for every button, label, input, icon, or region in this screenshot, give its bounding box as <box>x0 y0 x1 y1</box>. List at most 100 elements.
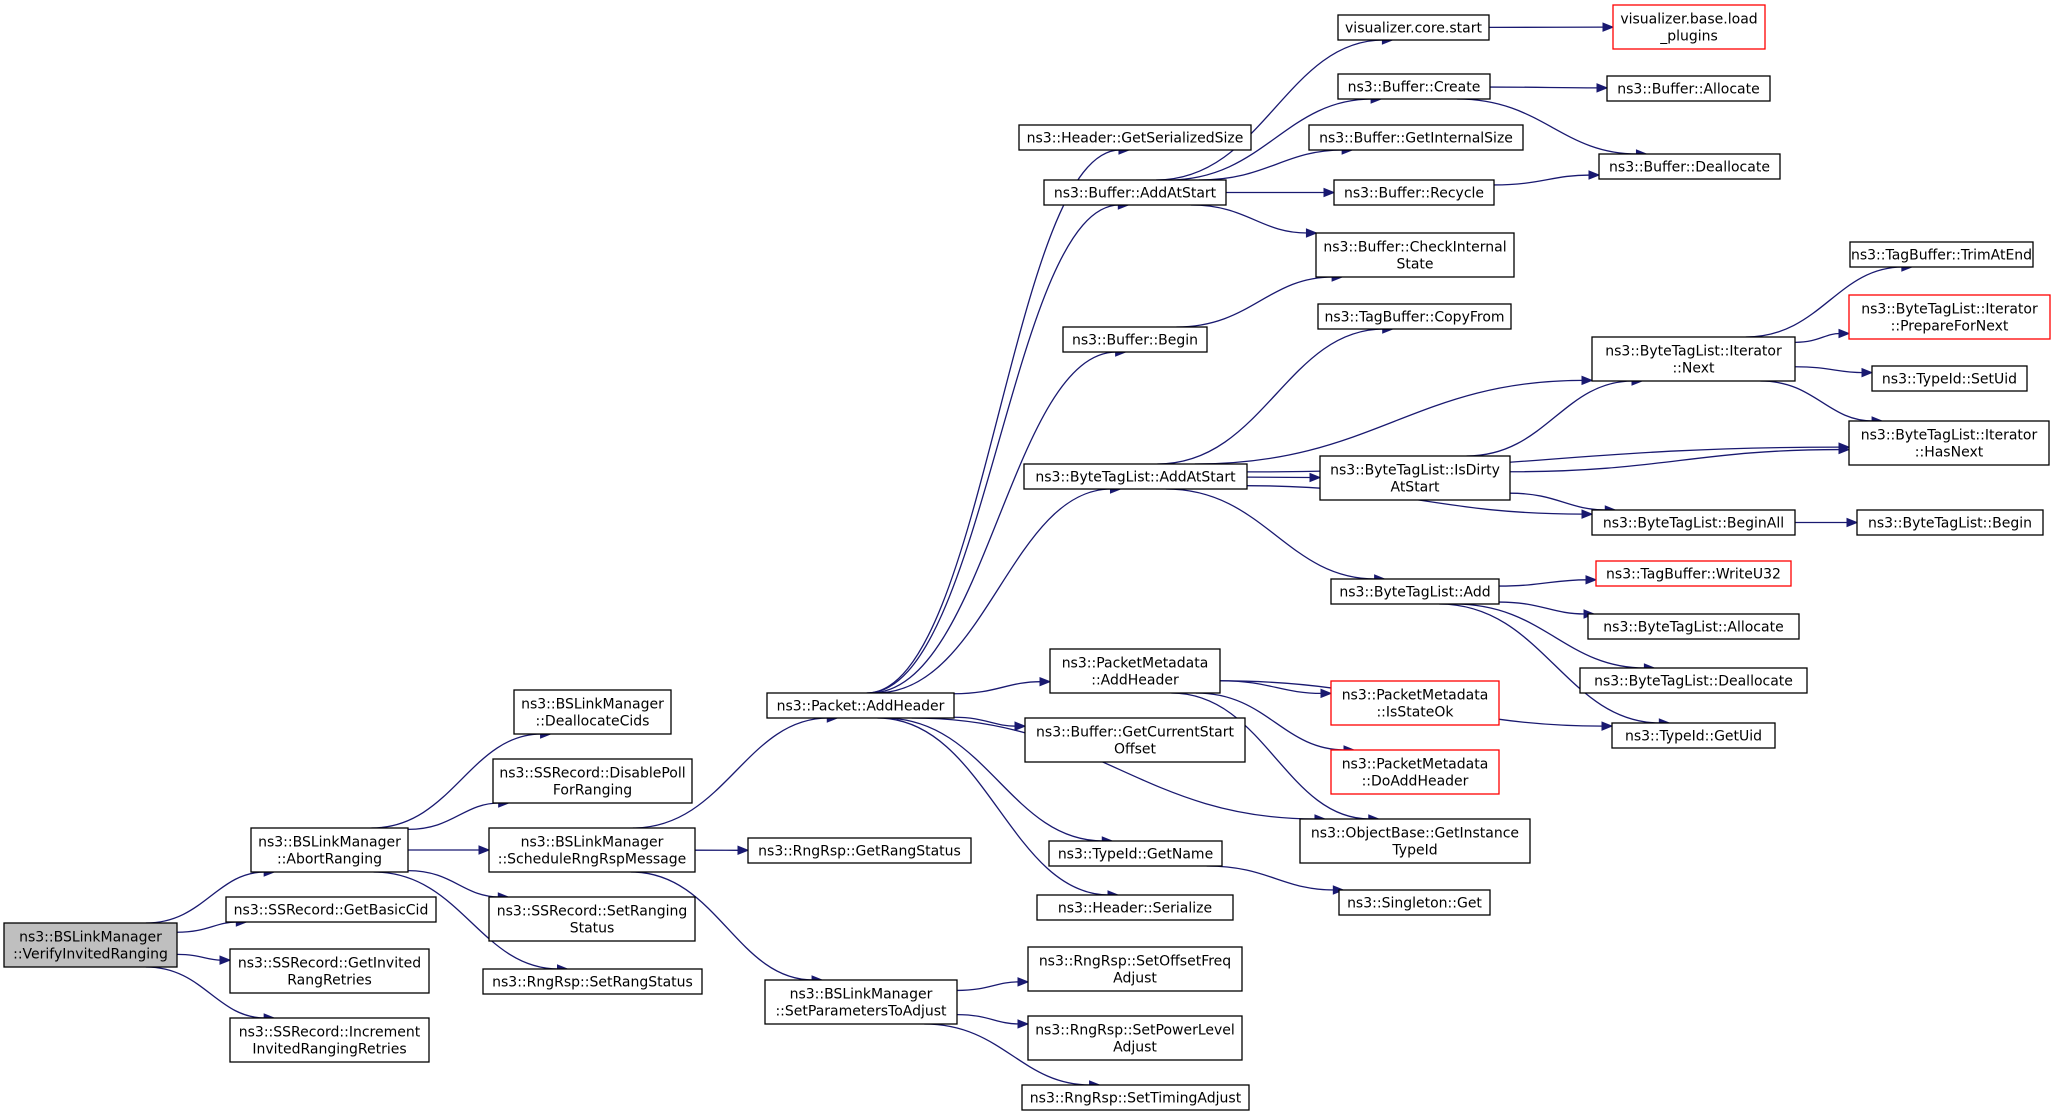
node-singletonget[interactable]: ns3::Singleton::Get <box>1338 889 1491 916</box>
node-label: Adjust <box>1113 1040 1157 1056</box>
arrowhead-addheader-to-getcurstart <box>1014 721 1027 731</box>
node-label: ::SetParametersToAdjust <box>775 1004 947 1020</box>
node-label: ns3::Buffer::Create <box>1348 80 1481 96</box>
node-box <box>1611 722 1776 749</box>
node-bufaddatstart[interactable]: ns3::Buffer::AddAtStart <box>1043 179 1227 206</box>
node-tbwriteu32[interactable]: ns3::TagBuffer::WriteU32 <box>1595 560 1792 587</box>
edge-abort-to-dealloccids <box>371 733 542 829</box>
node-bufallocate[interactable]: ns3::Buffer::Allocate <box>1606 75 1771 102</box>
node-label: ns3::SSRecord::DisablePoll <box>499 766 685 782</box>
node-box <box>1330 578 1500 605</box>
node-btlitprepare[interactable]: ns3::ByteTagList::Iterator::PrepareForNe… <box>1848 294 2051 340</box>
node-btlbeginall[interactable]: ns3::ByteTagList::BeginAll <box>1591 509 1796 536</box>
node-pmisstateok[interactable]: ns3::PacketMetadata::IsStateOk <box>1330 680 1500 726</box>
node-bufgetinternal[interactable]: ns3::Buffer::GetInternalSize <box>1308 124 1524 151</box>
node-label: ::PrepareForNext <box>1891 319 2009 335</box>
node-label: ns3::SSRecord::SetRanging <box>497 904 687 920</box>
node-box <box>3 922 178 968</box>
node-verify[interactable]: ns3::BSLinkManager::VerifyInvitedRanging <box>3 922 178 968</box>
arrowhead-btlitnext-to-btlitprepare <box>1838 328 1851 339</box>
node-label: ::DoAddHeader <box>1362 774 1469 790</box>
node-tbtrimatend[interactable]: ns3::TagBuffer::TrimAtEnd <box>1849 241 2034 268</box>
node-getname[interactable]: ns3::TypeId::GetName <box>1048 840 1223 867</box>
node-btldeallocate[interactable]: ns3::ByteTagList::Deallocate <box>1579 667 1808 694</box>
node-dealloccids[interactable]: ns3::BSLinkManager::DeallocateCids <box>513 689 672 735</box>
node-settiming[interactable]: ns3::RngRsp::SetTimingAdjust <box>1021 1084 1250 1111</box>
node-label: ns3::ByteTagList::Iterator <box>1605 344 1782 360</box>
node-hdrserialize[interactable]: ns3::Header::Serialize <box>1036 894 1234 921</box>
node-getrangstatus[interactable]: ns3::RngRsp::GetRangStatus <box>747 837 972 864</box>
node-btlallocate[interactable]: ns3::ByteTagList::Allocate <box>1587 613 1800 640</box>
node-addheader[interactable]: ns3::Packet::AddHeader <box>766 692 955 719</box>
node-label: AtStart <box>1390 480 1440 496</box>
node-tbcopyfrom[interactable]: ns3::TagBuffer::CopyFrom <box>1317 303 1512 330</box>
node-box <box>1036 894 1234 921</box>
edge-addheader-to-getserialsize <box>866 149 1120 694</box>
node-pmdoaddheader[interactable]: ns3::PacketMetadata::DoAddHeader <box>1330 749 1500 795</box>
node-label: ns3::PacketMetadata <box>1342 757 1489 773</box>
node-setparams[interactable]: ns3::BSLinkManager::SetParametersToAdjus… <box>764 979 958 1025</box>
edge-bufcreate-to-bufallocate <box>1489 86 1599 89</box>
node-box <box>1023 463 1248 490</box>
node-bufcreate[interactable]: ns3::Buffer::Create <box>1337 73 1491 100</box>
node-box <box>1849 241 2034 268</box>
node-pmaddheader[interactable]: ns3::PacketMetadata::AddHeader <box>1049 648 1221 694</box>
node-abort[interactable]: ns3::BSLinkManager::AbortRanging <box>250 827 409 873</box>
node-label: Status <box>570 921 615 937</box>
node-bufbegin[interactable]: ns3::Buffer::Begin <box>1062 326 1208 353</box>
node-increment[interactable]: ns3::SSRecord::IncrementInvitedRangingRe… <box>229 1017 430 1063</box>
node-bufdeallocate[interactable]: ns3::Buffer::Deallocate <box>1598 153 1781 180</box>
node-label: ns3::Buffer::AddAtStart <box>1054 186 1217 202</box>
node-btlbegin[interactable]: ns3::ByteTagList::Begin <box>1856 509 2044 536</box>
node-label: Adjust <box>1113 971 1157 987</box>
node-btlitnext[interactable]: ns3::ByteTagList::Iterator::Next <box>1591 336 1796 382</box>
edge-bufaddatstart-to-vizstart <box>1156 39 1384 181</box>
node-box <box>1337 14 1490 41</box>
node-label: ::ScheduleRngRspMessage <box>498 852 687 868</box>
node-box <box>1848 420 2050 466</box>
node-label: ::HasNext <box>1915 445 1984 461</box>
node-box <box>1317 303 1512 330</box>
node-btlithasnext[interactable]: ns3::ByteTagList::Iterator::HasNext <box>1848 420 2050 466</box>
edge-btlitnext-to-tidsetuid <box>1794 366 1864 374</box>
node-label: ns3::ByteTagList::BeginAll <box>1603 516 1784 532</box>
node-box <box>488 896 696 942</box>
edge-addheader-to-objgettid <box>911 717 1316 820</box>
node-label: ns3::ByteTagList::Begin <box>1868 516 2032 532</box>
node-getserialsize[interactable]: ns3::Header::GetSerializedSize <box>1018 124 1252 151</box>
node-schedule[interactable]: ns3::BSLinkManager::ScheduleRngRspMessag… <box>488 827 696 873</box>
node-tidgetuid[interactable]: ns3::TypeId::GetUid <box>1611 722 1776 749</box>
node-bufrecycle[interactable]: ns3::Buffer::Recycle <box>1333 179 1495 206</box>
node-getbasiccid[interactable]: ns3::SSRecord::GetBasicCid <box>225 896 437 923</box>
node-label: ns3::Singleton::Get <box>1347 896 1482 912</box>
edge-addheader-to-btladdatstart <box>875 488 1112 694</box>
node-label: ns3::Buffer::Recycle <box>1344 186 1484 202</box>
node-vizstart[interactable]: visualizer.core.start <box>1337 14 1490 41</box>
node-setrangstatus[interactable]: ns3::RngRsp::SetRangStatus <box>482 968 703 995</box>
node-label: ns3::TypeId::GetName <box>1058 847 1213 863</box>
arrowhead-addheader-to-pmaddheader <box>1039 676 1052 687</box>
node-box <box>1338 889 1491 916</box>
node-box <box>1043 179 1227 206</box>
node-label: ns3::SSRecord::GetBasicCid <box>234 903 429 919</box>
node-label: ::AbortRanging <box>277 852 382 868</box>
arrowhead-schedule-to-getrangstatus <box>737 845 750 856</box>
node-label: ns3::TagBuffer::CopyFrom <box>1324 310 1504 326</box>
edge-bufaddatstart-to-bufcreate <box>1167 98 1373 181</box>
node-btladd[interactable]: ns3::ByteTagList::Add <box>1330 578 1500 605</box>
node-vizloadplugins[interactable]: visualizer.base.load_plugins <box>1612 4 1766 50</box>
node-btladdatstart[interactable]: ns3::ByteTagList::AddAtStart <box>1023 463 1248 490</box>
edge-pmaddheader-to-pmdoaddheader <box>1195 692 1346 751</box>
node-tidsetuid[interactable]: ns3::TypeId::SetUid <box>1871 365 2028 392</box>
node-box <box>1591 509 1796 536</box>
